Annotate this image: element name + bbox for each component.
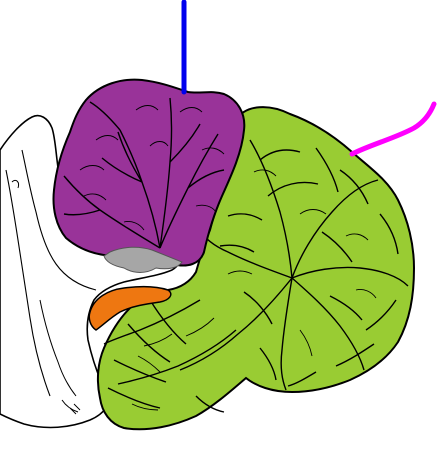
posterior-lobe xyxy=(96,106,416,431)
brainstem xyxy=(0,114,181,429)
fourth-ventricle-region xyxy=(103,246,183,273)
anterior-lobe xyxy=(52,78,246,267)
horizontal-fissure-pointer xyxy=(349,101,437,157)
flocculonodular-lobe xyxy=(88,285,172,331)
